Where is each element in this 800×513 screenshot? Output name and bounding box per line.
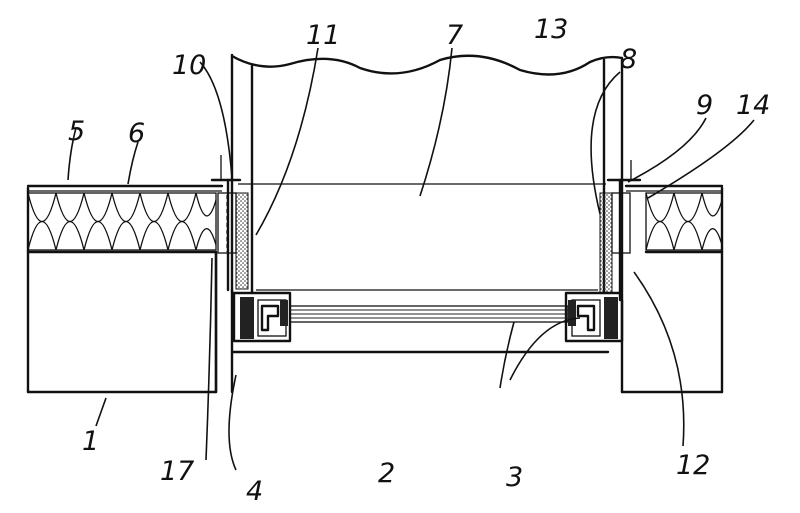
label-1: 1	[82, 426, 99, 457]
label-9: 9	[696, 90, 713, 121]
leader-lines	[67, 47, 755, 471]
label-8: 8	[620, 44, 637, 75]
curb-right	[606, 160, 642, 302]
frame-profile-right	[564, 291, 624, 343]
liner-strips	[235, 192, 613, 294]
frame-profile-left	[232, 291, 292, 343]
label-14: 14	[736, 90, 770, 121]
reference-labels: 1 2 3 4 5 6 7 8 9 10 11 12 13 14 17	[68, 14, 770, 507]
roof-membrane	[26, 183, 724, 192]
label-5: 5	[68, 116, 85, 147]
shaft-walls	[230, 53, 624, 294]
label-7: 7	[446, 20, 463, 51]
insulation-right	[645, 192, 723, 251]
label-12: 12	[676, 450, 710, 481]
label-4: 4	[246, 476, 263, 507]
insulation-left	[27, 192, 217, 251]
label-10: 10	[172, 50, 206, 81]
label-11: 11	[306, 20, 340, 51]
glazing	[289, 305, 569, 323]
label-13: 13	[534, 14, 568, 45]
label-3: 3	[506, 462, 523, 493]
label-2: 2	[378, 458, 395, 489]
lower-frame	[214, 251, 610, 394]
label-6: 6	[128, 118, 145, 149]
label-17: 17	[160, 456, 194, 487]
